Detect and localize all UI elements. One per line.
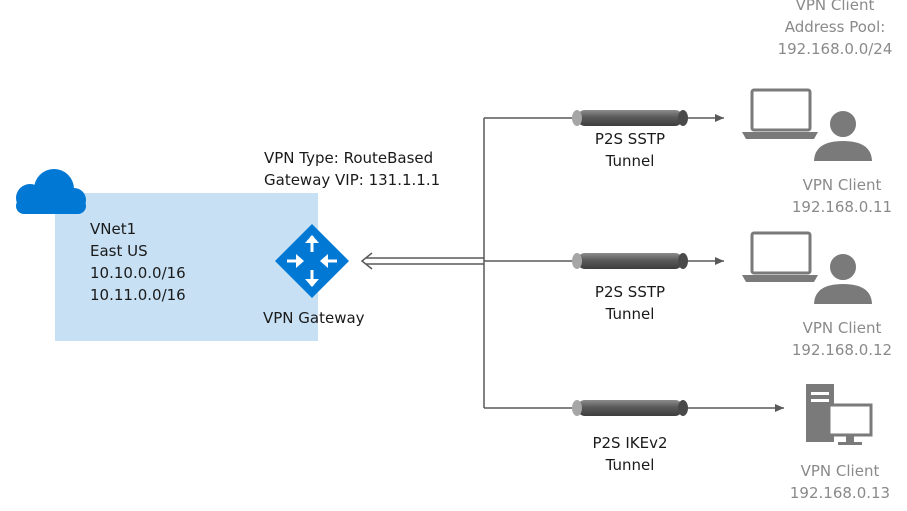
client-label: VPN Client 192.168.0.12	[782, 317, 902, 361]
client-label: VPN Client 192.168.0.13	[780, 460, 900, 504]
gateway-link	[360, 252, 484, 270]
client-ip: 192.168.0.12	[791, 341, 893, 359]
address-pool-line: 192.168.0.0/24	[777, 40, 893, 58]
tunnel-label: P2S SSTP Tunnel	[570, 281, 690, 325]
address-pool-label: VPN Client Address Pool: 192.168.0.0/24	[770, 0, 900, 60]
vpn-gateway-icon	[275, 224, 349, 298]
vnet-box	[55, 193, 318, 341]
tunnel-pipe-icon	[572, 253, 688, 269]
client-name: VPN Client	[800, 462, 880, 480]
vnet-region: East US	[90, 242, 148, 260]
laptop-user-icon	[742, 231, 875, 306]
tunnel-protocol: P2S SSTP	[594, 283, 666, 301]
vnet-details: VNet1 East US 10.10.0.0/16 10.11.0.0/16	[90, 218, 186, 306]
tunnel-protocol: P2S IKEv2	[592, 434, 668, 452]
address-pool-line: VPN Client	[795, 0, 875, 14]
tunnel-protocol: P2S SSTP	[594, 130, 666, 148]
tunnel-word: Tunnel	[605, 152, 655, 170]
gateway-label: VPN Gateway	[263, 309, 365, 327]
client-ip: 192.168.0.11	[791, 198, 893, 216]
tunnel-pipe-icon	[572, 400, 688, 416]
address-pool-line: Address Pool:	[784, 18, 886, 36]
vnet-name: VNet1	[90, 220, 137, 238]
client-name: VPN Client	[802, 176, 882, 194]
client-label: VPN Client 192.168.0.11	[782, 174, 902, 218]
gateway-vpn-type: VPN Type: RouteBased	[264, 149, 434, 167]
tunnel-label: P2S IKEv2 Tunnel	[570, 432, 690, 476]
tunnel-pipe-icon	[572, 110, 688, 126]
vnet-address-space: 10.11.0.0/16	[90, 286, 186, 304]
tunnel-word: Tunnel	[605, 305, 655, 323]
desktop-computer-icon	[806, 384, 873, 445]
client-ip: 192.168.0.13	[789, 484, 891, 502]
client-name: VPN Client	[802, 319, 882, 337]
gateway-vip: Gateway VIP: 131.1.1.1	[264, 171, 441, 189]
tunnel-word: Tunnel	[605, 456, 655, 474]
gateway-info: VPN Type: RouteBased Gateway VIP: 131.1.…	[264, 147, 440, 191]
laptop-user-icon	[742, 88, 875, 163]
tunnel-label: P2S SSTP Tunnel	[570, 128, 690, 172]
vnet-address-space: 10.10.0.0/16	[90, 264, 186, 282]
cloud-icon	[16, 169, 86, 214]
